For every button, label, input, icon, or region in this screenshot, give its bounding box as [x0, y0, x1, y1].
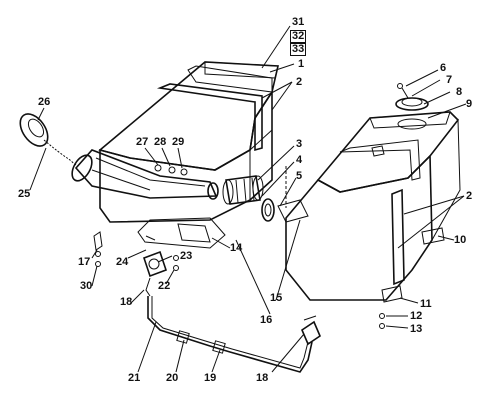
- callout-20: 20: [166, 372, 179, 384]
- callout-2-left: 2: [296, 76, 303, 88]
- callout-27: 27: [136, 136, 149, 148]
- callout-5: 5: [296, 170, 303, 182]
- small-fittings: [93, 231, 179, 297]
- callout-14: 14: [230, 242, 243, 254]
- callout-3: 3: [296, 138, 303, 150]
- callout-11: 11: [420, 298, 432, 310]
- callout-10: 10: [454, 234, 467, 246]
- callout-2-right: 2: [466, 190, 473, 202]
- callout-15: 15: [270, 292, 283, 304]
- callout-16: 16: [260, 314, 273, 326]
- callout-28: 28: [154, 136, 167, 148]
- callout-1: 1: [298, 58, 305, 70]
- callout-31: 31: [292, 16, 305, 28]
- callout-25: 25: [18, 188, 31, 200]
- callout-17: 17: [78, 256, 91, 268]
- hose-coupling: [222, 166, 309, 223]
- callout-8: 8: [456, 86, 463, 98]
- callout-23: 23: [180, 250, 193, 262]
- callout-24: 24: [116, 256, 129, 268]
- callout-18-lower: 18: [256, 372, 269, 384]
- callout-7: 7: [446, 74, 453, 86]
- callout-32: 32: [290, 30, 307, 43]
- callout-9: 9: [466, 98, 473, 110]
- left-fuel-tank: [71, 61, 279, 249]
- callout-29: 29: [172, 136, 185, 148]
- leader-lines: [29, 25, 467, 373]
- callout-6: 6: [440, 62, 447, 74]
- callout-26: 26: [38, 96, 51, 108]
- callout-13: 13: [410, 323, 423, 335]
- callout-30: 30: [80, 280, 93, 292]
- callout-21: 21: [128, 372, 141, 384]
- callout-4: 4: [296, 154, 303, 166]
- callout-22: 22: [158, 280, 171, 292]
- callout-19: 19: [204, 372, 217, 384]
- callout-33: 33: [290, 43, 307, 56]
- callout-12: 12: [410, 310, 423, 322]
- callout-18-upper: 18: [120, 296, 133, 308]
- filler-cap: [19, 113, 79, 167]
- right-fuel-tank: [285, 83, 461, 329]
- fuel-line: [147, 296, 321, 373]
